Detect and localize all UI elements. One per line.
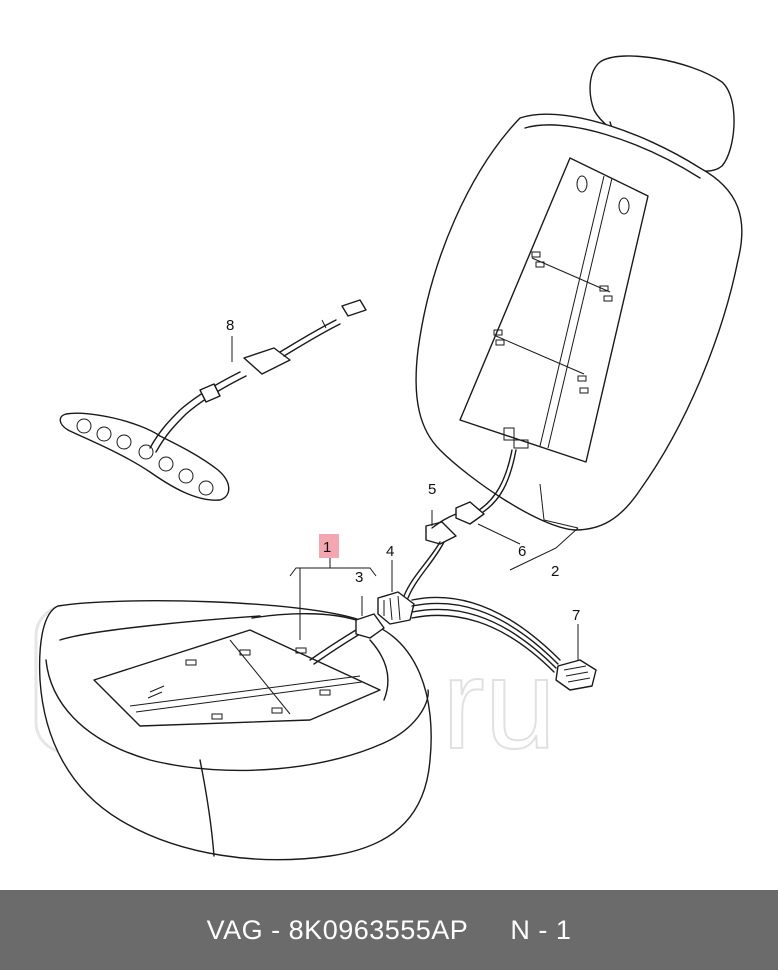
callout-2: 2 [551, 563, 559, 580]
callout-5: 5 [428, 481, 436, 498]
callout-6: 6 [518, 543, 526, 560]
callout-1: 1 [323, 539, 331, 556]
group-bracket-2 [477, 483, 579, 571]
cushion-lead [251, 613, 389, 701]
seat-backrest [415, 55, 743, 531]
callout-4: 4 [386, 543, 394, 560]
connector-3 [355, 596, 385, 639]
connector-4 [377, 560, 415, 625]
seat-heating-exploded-diagram: Ruli.ru [34, 55, 743, 861]
callout-1-highlight [319, 534, 339, 558]
part-reference: VAG - 8K0963555AP [206, 914, 469, 945]
part-footer-bar: VAG - 8K0963555AP N - 1 [0, 890, 778, 970]
callout-8: 8 [226, 317, 234, 334]
callout-7: 7 [572, 607, 580, 624]
wiring-harness [411, 596, 561, 673]
part-quantity: N - 1 [510, 914, 572, 945]
callout-3: 3 [355, 569, 363, 586]
group-bracket-1 [289, 558, 377, 640]
heating-element-8 [59, 299, 367, 501]
callouts: 1 2 3 4 5 6 7 8 [226, 317, 580, 624]
connector-7 [555, 624, 597, 691]
seat-cushion [38, 600, 432, 861]
connector-5 [403, 501, 485, 599]
